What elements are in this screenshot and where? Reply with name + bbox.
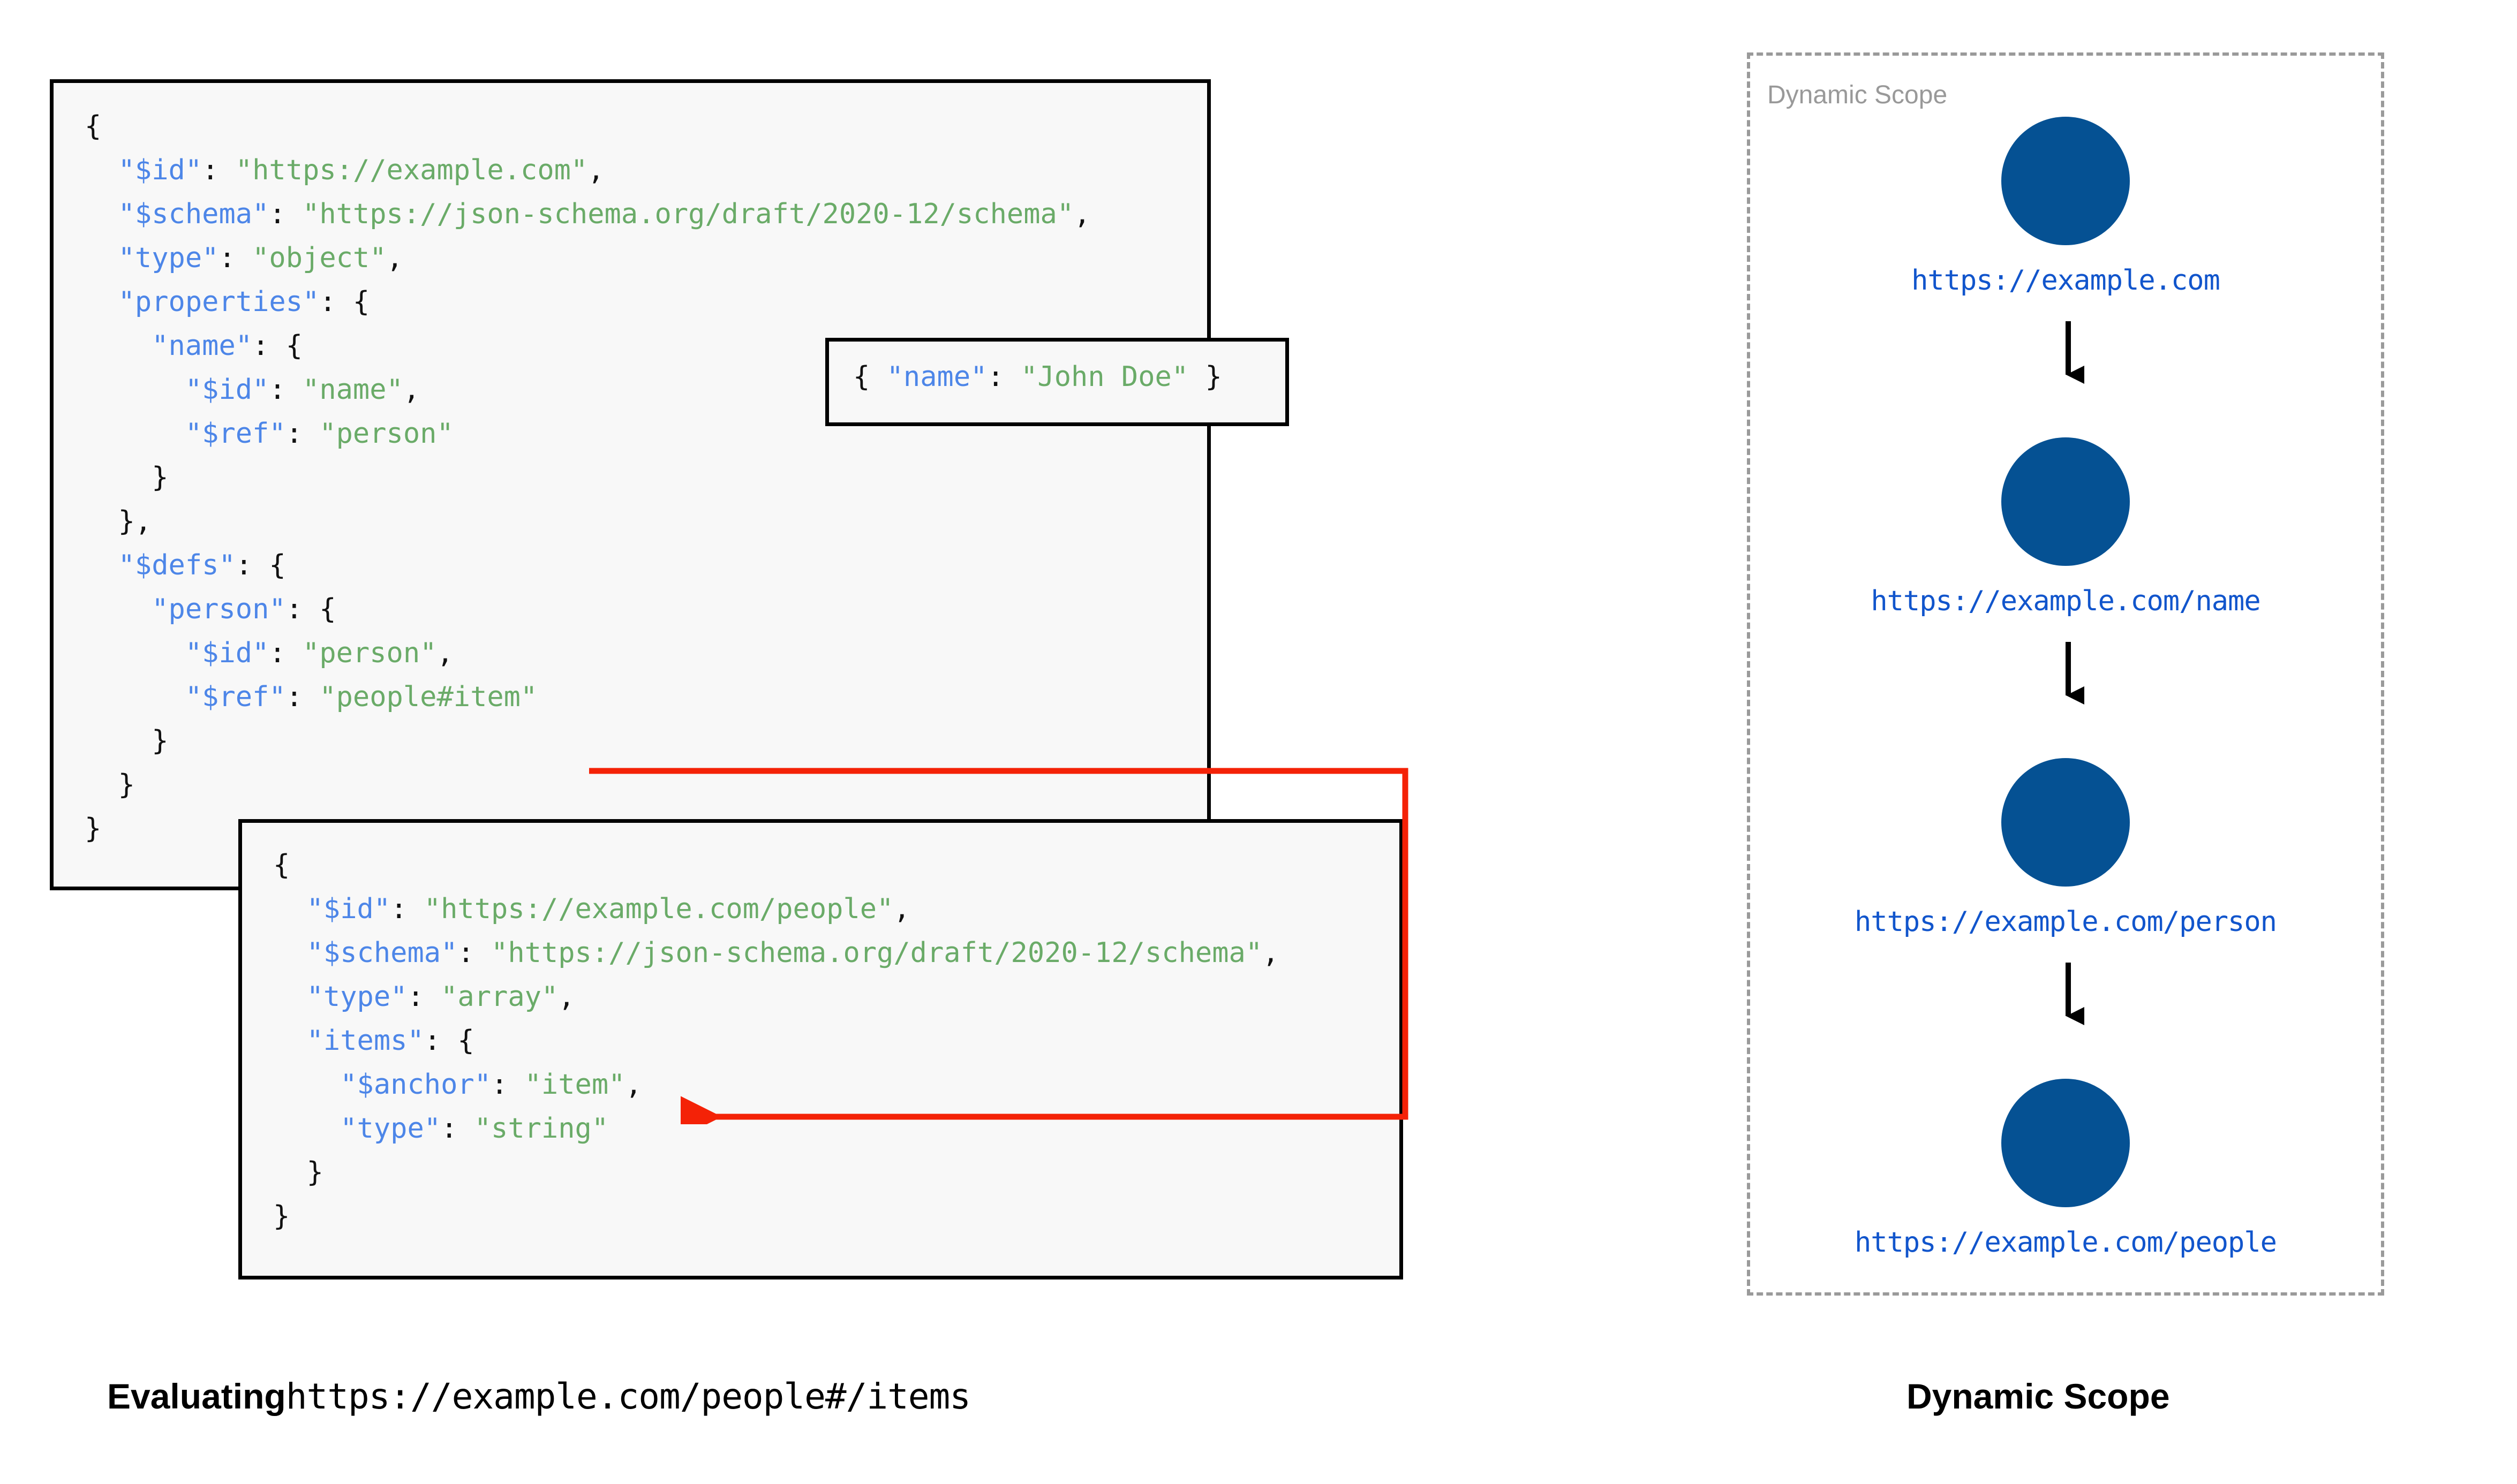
people-schema-box: { "$id": "https://example.com/people", "…: [238, 819, 1403, 1279]
scope-label-2: https://example.com/person: [1855, 906, 2277, 938]
scope-label-1: https://example.com/name: [1871, 585, 2260, 617]
scope-node-1: https://example.com/name: [1747, 437, 2384, 617]
evaluating-caption: Evaluatinghttps://example.com/people#/it…: [107, 1376, 971, 1417]
scope-circle-3: [2001, 1079, 2130, 1207]
dynamic-scope-caption: Dynamic Scope: [1906, 1376, 2170, 1416]
scope-node-2: https://example.com/person: [1747, 758, 2384, 938]
scope-label-0: https://example.com: [1911, 264, 2220, 297]
scope-label-3: https://example.com/people: [1855, 1226, 2277, 1259]
dynamic-scope-panel-label: Dynamic Scope: [1767, 81, 1948, 109]
scope-node-3: https://example.com/people: [1747, 1079, 2384, 1259]
evaluating-label: Evaluating: [107, 1376, 286, 1416]
scope-circle-2: [2001, 758, 2130, 887]
instance-box: { "name": "John Doe" }: [825, 338, 1289, 426]
scope-arrow-2-3: [2066, 963, 2084, 1027]
root-schema-code: { "$id": "https://example.com", "$schema…: [85, 110, 1091, 845]
dynamic-scope-panel: [1747, 52, 2384, 1296]
scope-node-0: https://example.com: [1747, 117, 2384, 297]
scope-circle-0: [2001, 117, 2130, 245]
instance-code: { "name": "John Doe" }: [853, 361, 1222, 393]
scope-arrow-0-1: [2066, 321, 2084, 385]
people-schema-code: { "$id": "https://example.com/people", "…: [273, 849, 1279, 1232]
scope-circle-1: [2001, 437, 2130, 566]
evaluating-uri: https://example.com/people#/items: [285, 1376, 971, 1417]
root-schema-box: { "$id": "https://example.com", "$schema…: [50, 79, 1211, 890]
scope-arrow-1-2: [2066, 642, 2084, 706]
